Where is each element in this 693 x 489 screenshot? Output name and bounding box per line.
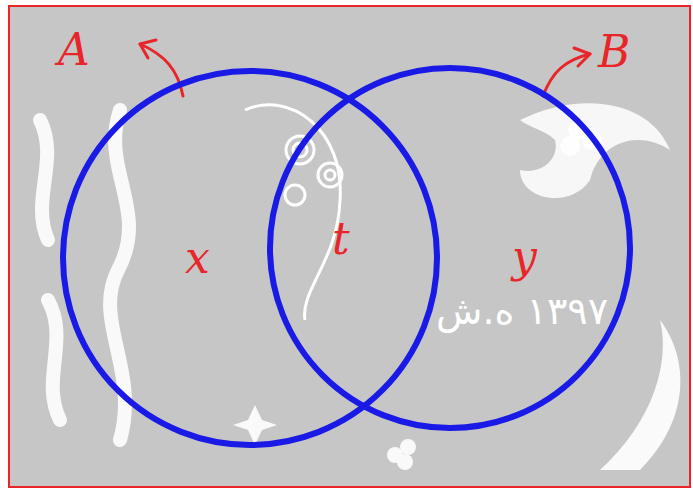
region-label: y <box>512 235 537 279</box>
region-label: t <box>332 217 350 261</box>
set-name: A <box>58 28 90 72</box>
set-circle: Ax <box>60 68 440 448</box>
circle-outline <box>60 68 440 448</box>
set-name: B <box>598 30 630 74</box>
circle-outline <box>267 65 633 431</box>
region-label: x <box>185 236 210 280</box>
circle-stroke <box>270 68 630 428</box>
watermark-text: ۱۳۹۷ ه.ش <box>436 292 608 330</box>
circle-stroke <box>63 71 437 445</box>
set-circle: By <box>267 65 633 431</box>
